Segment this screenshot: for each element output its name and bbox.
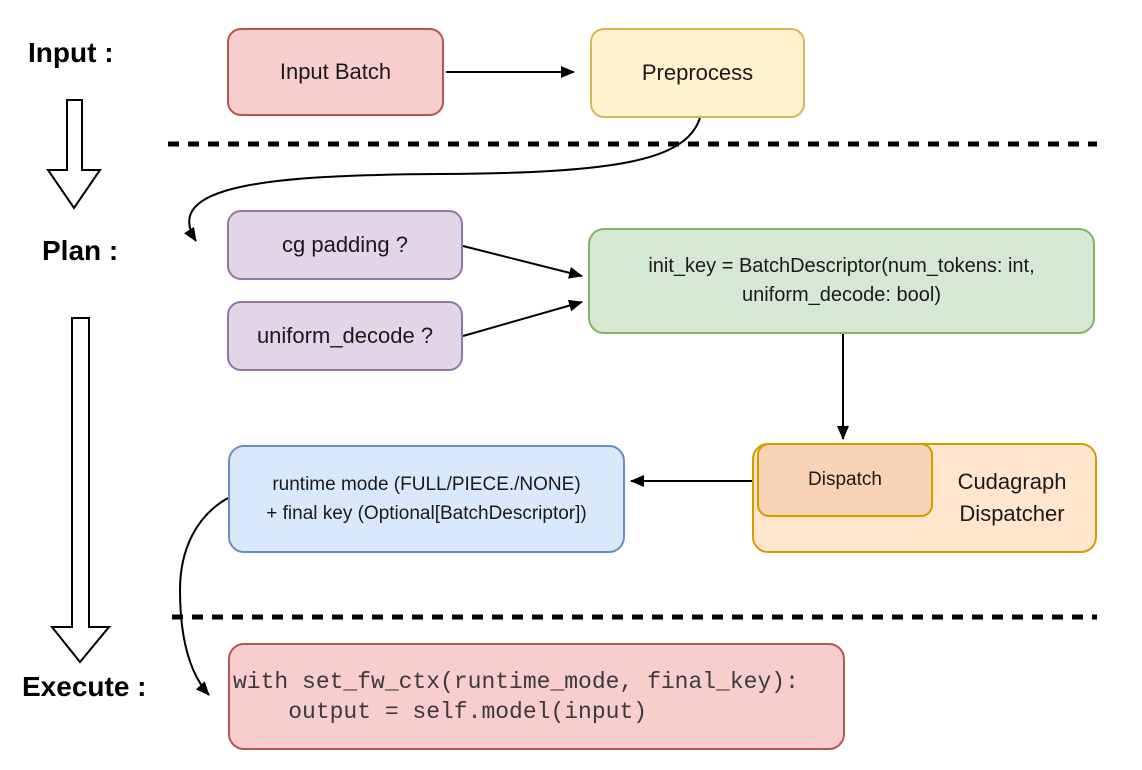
- stage-label-execute: Execute :: [22, 671, 147, 702]
- node-dispatch: Dispatch: [757, 443, 933, 517]
- node-runtime-mode-line2: + final key (Optional[BatchDescriptor]): [266, 503, 587, 524]
- node-cg-padding-label: cg padding ?: [282, 231, 408, 257]
- node-cudagraph-dispatcher-line1: Cudagraph: [957, 469, 1067, 495]
- node-input-batch: Input Batch: [227, 28, 444, 116]
- stage-label-plan: Plan :: [42, 235, 119, 266]
- node-execute-code: with set_fw_ctx(runtime_mode, final_key)…: [228, 643, 845, 750]
- plan-stage-arrow-icon: [49, 317, 112, 664]
- node-init-key-line1: init_key = BatchDescriptor(num_tokens: i…: [648, 255, 1035, 277]
- arrow-uniform-decode-to-init-key: [462, 299, 583, 337]
- node-uniform-decode: uniform_decode ?: [227, 301, 463, 371]
- arrow-preprocess-to-cg-padding: [183, 117, 701, 242]
- node-cudagraph-dispatcher-line2: Dispatcher: [959, 501, 1065, 526]
- node-cg-padding: cg padding ?: [227, 210, 463, 280]
- stage-label-input: Input :: [28, 37, 114, 68]
- node-init-key-line2: uniform_decode: bool): [741, 284, 941, 306]
- node-runtime-mode-key: runtime mode (FULL/PIECE./NONE) + final …: [228, 445, 625, 553]
- node-input-batch-label: Input Batch: [279, 58, 392, 84]
- node-preprocess-label: Preprocess: [641, 59, 754, 85]
- execute-code-line2: output = self.model(input): [233, 698, 648, 725]
- node-uniform-decode-label: uniform_decode ?: [256, 322, 434, 348]
- input-stage-arrow-icon: [46, 99, 102, 210]
- arrow-cg-padding-to-init-key: [462, 245, 583, 279]
- node-preprocess: Preprocess: [590, 28, 805, 118]
- node-cudagraph-dispatcher-label: Cudagraph Dispatcher: [929, 445, 1095, 551]
- node-init-key: init_key = BatchDescriptor(num_tokens: i…: [588, 228, 1095, 334]
- arrow-runtime-mode-to-execute-code: [178, 497, 229, 696]
- execute-code-line1: with set_fw_ctx(runtime_mode, final_key)…: [233, 668, 799, 695]
- node-dispatch-label: Dispatch: [808, 468, 882, 490]
- node-runtime-mode-line1: runtime mode (FULL/PIECE./NONE): [272, 474, 581, 495]
